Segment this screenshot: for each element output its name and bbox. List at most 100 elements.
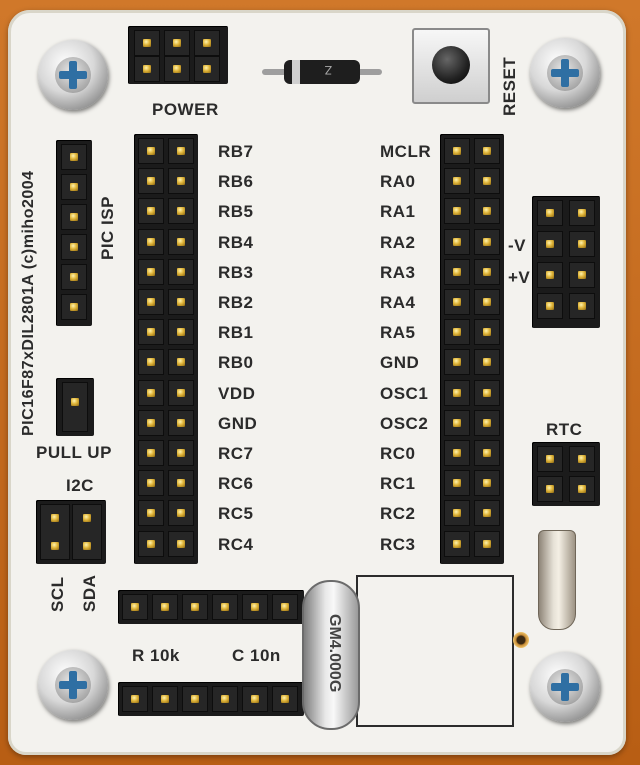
reset-label: RESET bbox=[500, 56, 519, 116]
pic-isp-label: PIC ISP bbox=[98, 196, 117, 260]
left-pin-cell[interactable] bbox=[138, 168, 164, 195]
right-pin bbox=[453, 177, 461, 186]
right-pin bbox=[483, 328, 491, 337]
left-pin bbox=[177, 147, 185, 155]
left-pin bbox=[177, 479, 185, 488]
right-pin bbox=[453, 479, 461, 488]
left-pin-label: RB6 bbox=[218, 172, 254, 192]
right-pin-label: RC1 bbox=[380, 474, 416, 494]
left-pin bbox=[147, 147, 155, 155]
screw-top-right bbox=[530, 38, 600, 108]
right-pin bbox=[453, 267, 461, 276]
right-pin bbox=[453, 449, 461, 457]
voltage-header[interactable] bbox=[532, 196, 600, 328]
right-pin bbox=[453, 388, 461, 397]
right-pin bbox=[483, 358, 491, 367]
left-pin bbox=[147, 509, 155, 518]
left-pin-label: RC7 bbox=[218, 444, 254, 463]
reset-button[interactable] bbox=[412, 28, 490, 104]
right-pin bbox=[453, 328, 461, 337]
rtc-crystal bbox=[538, 530, 576, 630]
reset-button-cap[interactable] bbox=[432, 46, 470, 84]
left-pin bbox=[147, 418, 155, 427]
left-pin-label: GND bbox=[218, 413, 258, 433]
right-pin bbox=[483, 539, 491, 548]
right-pin-label: RC2 bbox=[380, 504, 416, 524]
crystal-marking: GM4.000G bbox=[326, 614, 343, 693]
right-pin-label: RA1 bbox=[380, 202, 416, 222]
c10n-label: C 10n bbox=[232, 646, 281, 665]
right-pin bbox=[453, 509, 461, 518]
i2c-label: I2C bbox=[66, 476, 94, 495]
left-pin bbox=[147, 449, 155, 457]
r10k-label: R 10k bbox=[132, 646, 180, 665]
capacitor-header[interactable] bbox=[118, 682, 304, 716]
right-pin-label: RC0 bbox=[380, 444, 416, 463]
right-pin bbox=[483, 418, 491, 427]
left-pin-label: RB1 bbox=[218, 323, 254, 343]
i2c-header[interactable] bbox=[36, 500, 106, 564]
right-pin bbox=[453, 298, 461, 306]
left-pin-cell[interactable] bbox=[168, 349, 194, 376]
pull-up-label: PULL UP bbox=[36, 443, 112, 462]
right-pin-label: RA3 bbox=[380, 262, 416, 282]
rtc-label: RTC bbox=[546, 420, 583, 439]
power-label: POWER bbox=[152, 100, 219, 119]
resistor-header[interactable] bbox=[118, 590, 304, 624]
right-pin bbox=[453, 147, 461, 155]
left-pin bbox=[147, 358, 155, 367]
left-pin-label: RB4 bbox=[218, 232, 254, 252]
right-pin bbox=[483, 298, 491, 306]
right-pin-cell[interactable] bbox=[474, 198, 500, 225]
right-pin-cell[interactable] bbox=[444, 349, 470, 376]
minus-v-label: -V bbox=[508, 236, 526, 255]
left-pin bbox=[177, 539, 185, 548]
left-pin-cell[interactable] bbox=[138, 349, 164, 376]
right-pin-label: RA4 bbox=[380, 293, 416, 312]
left-pin bbox=[147, 328, 155, 337]
left-pin-label: RC5 bbox=[218, 504, 254, 524]
sda-label: SDA bbox=[80, 574, 99, 612]
right-pin-label: RA5 bbox=[380, 323, 416, 343]
left-pin bbox=[177, 298, 185, 306]
left-pin-cell[interactable] bbox=[138, 440, 164, 466]
right-pin-cell[interactable] bbox=[444, 289, 470, 315]
right-pin bbox=[483, 388, 491, 397]
left-pin bbox=[147, 388, 155, 397]
mounting-hole bbox=[513, 632, 529, 648]
right-pin-label: GND bbox=[380, 353, 420, 373]
left-pin bbox=[147, 207, 155, 216]
right-pin-cell[interactable] bbox=[474, 258, 500, 285]
screw-top-left bbox=[38, 40, 108, 110]
left-pin-cell[interactable] bbox=[138, 289, 164, 315]
right-pin-label: RC3 bbox=[380, 534, 416, 554]
left-pin-label: RB2 bbox=[218, 293, 254, 312]
right-pin-label: RA2 bbox=[380, 232, 416, 252]
left-pin bbox=[147, 267, 155, 276]
right-pin-cell[interactable] bbox=[474, 289, 500, 315]
left-pin-label: RB7 bbox=[218, 142, 254, 161]
left-pin bbox=[177, 449, 185, 457]
right-pin bbox=[483, 509, 491, 518]
power-header[interactable] bbox=[128, 26, 228, 84]
left-pin-label: RC6 bbox=[218, 474, 254, 494]
right-pin bbox=[483, 177, 491, 186]
diode: Z bbox=[262, 60, 382, 84]
right-pin bbox=[483, 147, 491, 155]
component-outline bbox=[356, 575, 514, 727]
left-pin bbox=[177, 207, 185, 216]
pull-up-header[interactable] bbox=[56, 378, 94, 436]
right-pin-label: RA0 bbox=[380, 172, 416, 192]
pic-isp-header[interactable] bbox=[56, 140, 92, 326]
crystal-oscillator: GM4.000G bbox=[302, 580, 360, 730]
right-pin-label: OSC2 bbox=[380, 413, 429, 433]
board-id-label: PIC16F87xDIL2801A (c)miho2004 bbox=[20, 170, 37, 436]
left-pin bbox=[177, 388, 185, 397]
right-pin bbox=[483, 449, 491, 457]
right-pin bbox=[453, 237, 461, 246]
right-pin bbox=[453, 358, 461, 367]
plus-v-label: +V bbox=[508, 268, 531, 287]
right-pin-label: OSC1 bbox=[380, 383, 429, 403]
rtc-header[interactable] bbox=[532, 442, 600, 506]
left-pin bbox=[177, 237, 185, 246]
